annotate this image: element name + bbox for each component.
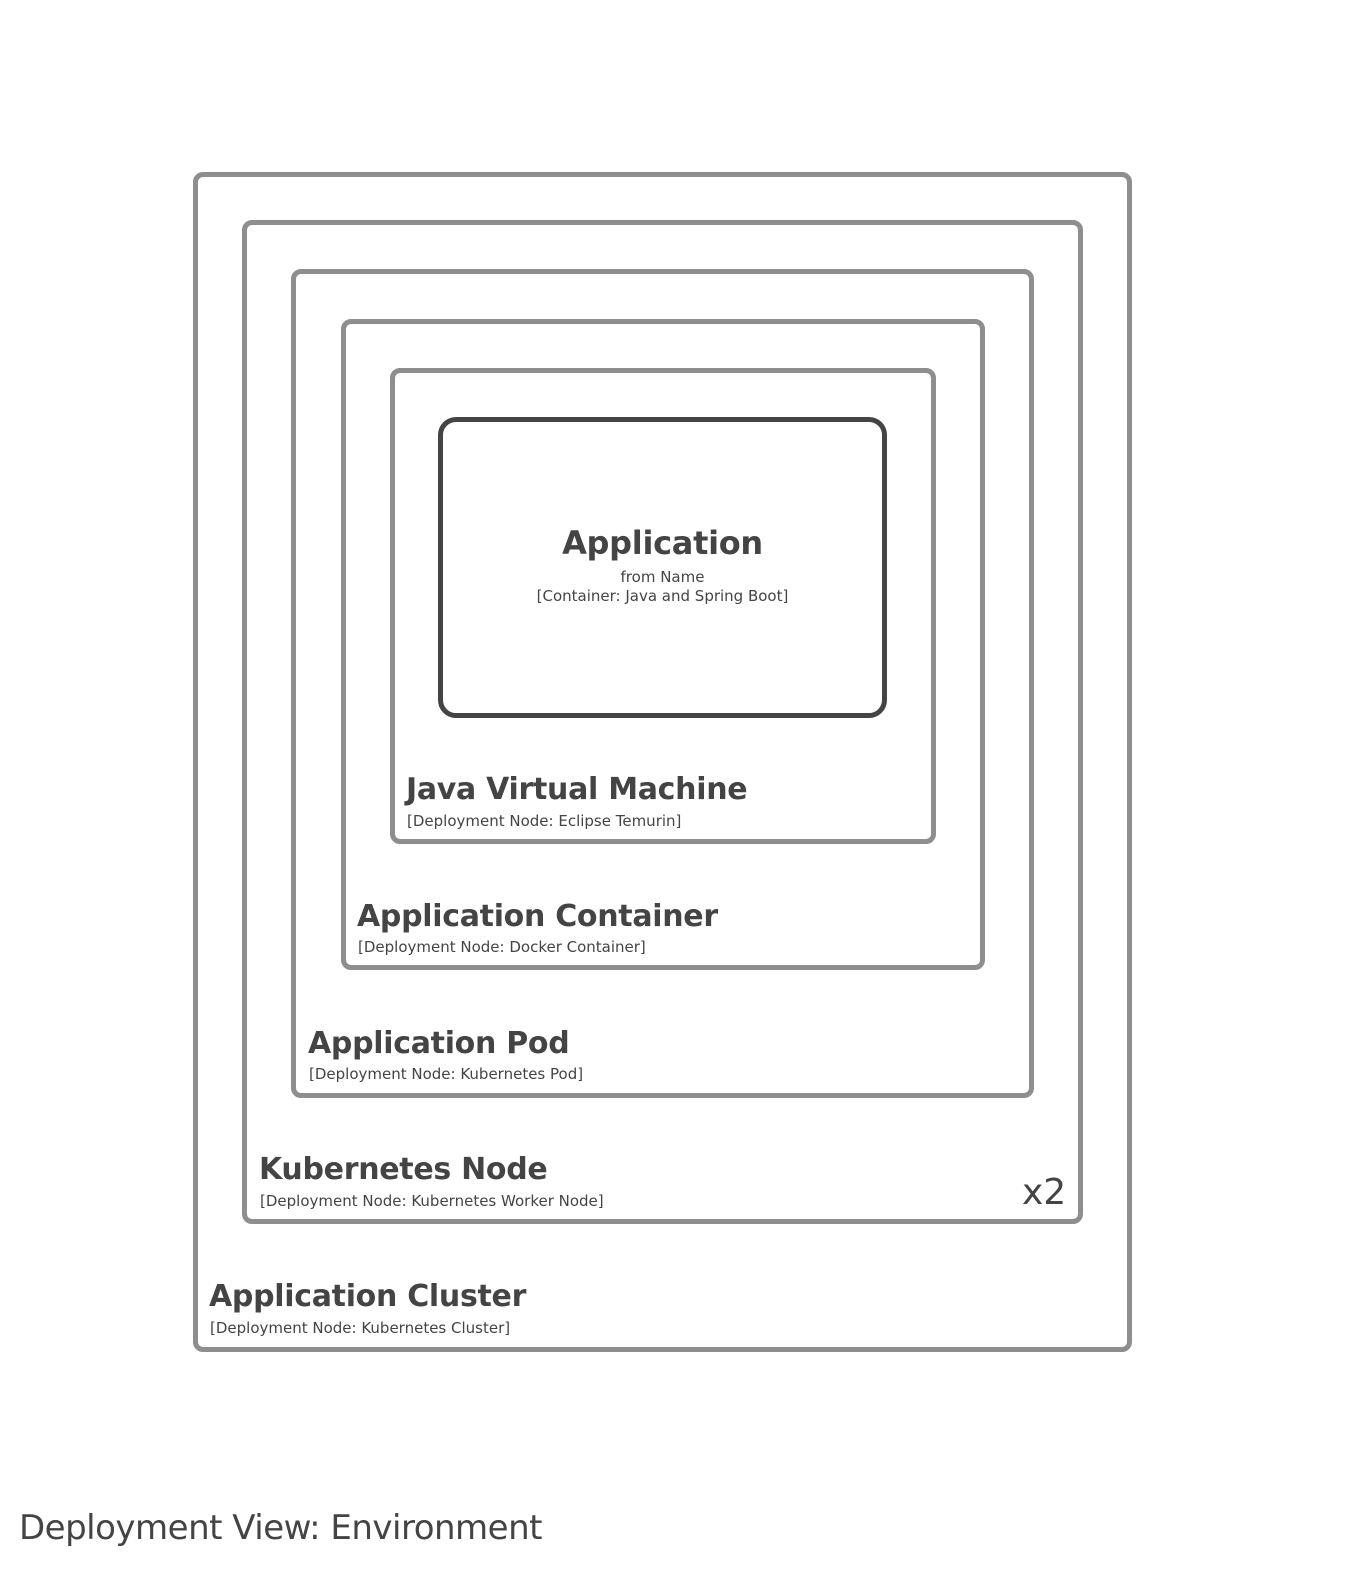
kubernetes-node-type: [Deployment Node: Kubernetes Worker Node… bbox=[260, 1192, 604, 1210]
pod-name: Application Pod bbox=[308, 1026, 570, 1061]
deployment-node-pod[interactable] bbox=[291, 269, 1034, 1098]
deployment-node-container[interactable] bbox=[341, 319, 985, 970]
view-title: Deployment View: Environment bbox=[19, 1508, 542, 1548]
instance-count: x2 bbox=[1022, 1172, 1067, 1213]
kubernetes-node-name: Kubernetes Node bbox=[259, 1152, 548, 1187]
pod-type: [Deployment Node: Kubernetes Pod] bbox=[309, 1065, 584, 1083]
app-container-name: Application Container bbox=[357, 899, 718, 934]
container-name: Application bbox=[562, 524, 763, 562]
jvm-type: [Deployment Node: Eclipse Temurin] bbox=[407, 812, 682, 830]
deployment-node-kubernetes-node[interactable] bbox=[242, 220, 1083, 1224]
jvm-name: Java Virtual Machine bbox=[406, 772, 748, 807]
cluster-type: [Deployment Node: Kubernetes Cluster] bbox=[210, 1319, 511, 1337]
app-container-type: [Deployment Node: Docker Container] bbox=[358, 938, 646, 956]
deployment-node-jvm[interactable] bbox=[390, 368, 936, 844]
cluster-name: Application Cluster bbox=[209, 1279, 527, 1314]
container-description: from Name bbox=[620, 568, 705, 586]
deployment-node-cluster[interactable] bbox=[193, 172, 1132, 1352]
container-type: [Container: Java and Spring Boot] bbox=[536, 587, 789, 605]
container-application[interactable] bbox=[438, 417, 887, 718]
